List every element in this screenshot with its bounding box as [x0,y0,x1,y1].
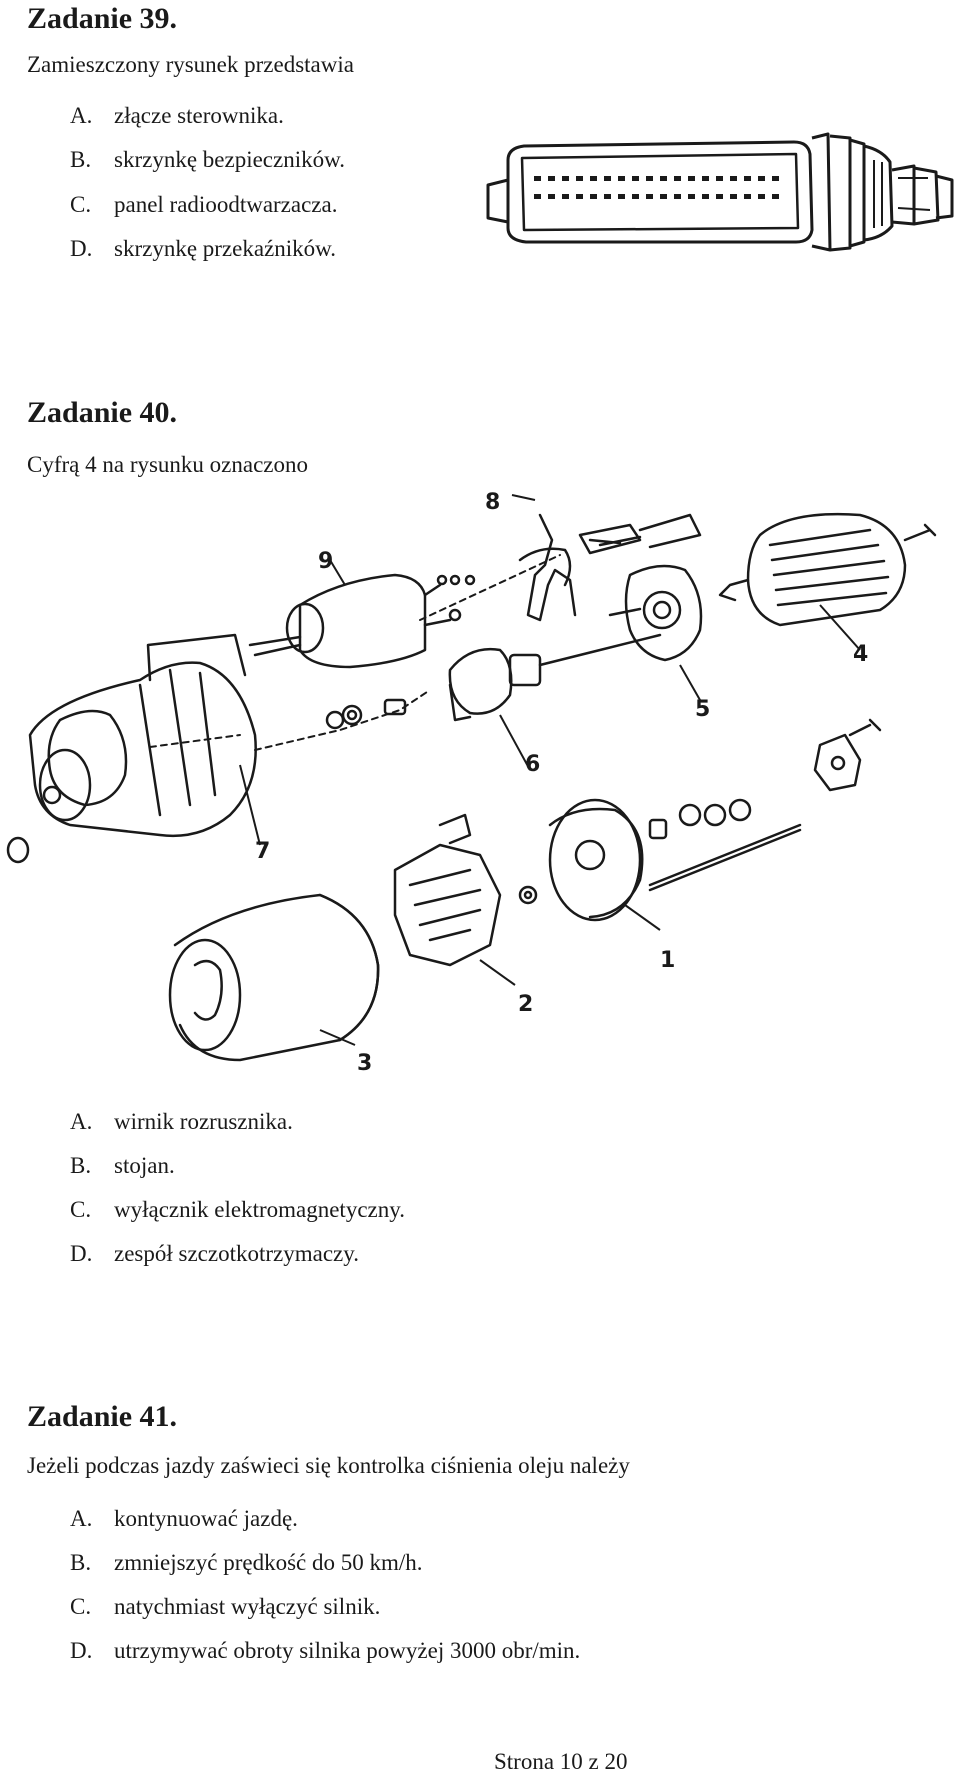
option-letter: D. [70,1638,93,1663]
task-40-option-d: D. zespół szczotkotrzymaczy. [70,1241,359,1267]
connector-pins [534,176,779,199]
option-letter: B. [70,1550,92,1575]
task-39-option-b: B. skrzynkę bezpieczników. [70,147,345,173]
task-40-option-a: A. wirnik rozrusznika. [70,1109,293,1135]
option-text: zmniejszyć prędkość do 50 km/h. [114,1550,423,1575]
option-letter: A. [70,1506,93,1531]
task-41-question: Jeżeli podczas jazdy zaświeci się kontro… [27,1453,630,1478]
option-letter: B. [70,1153,92,1178]
task-39-question: Zamieszczony rysunek przedstawia [27,52,354,77]
task-39-heading: Zadanie 39. [27,2,178,35]
option-text: skrzynkę przekaźników. [114,236,337,261]
figure-label-1: 1 [660,948,675,973]
option-letter: D. [70,1241,93,1266]
figure-label-7: 7 [255,839,270,864]
task-40-heading: Zadanie 40. [27,396,178,429]
task-41-option-a: A. kontynuować jazdę. [70,1506,298,1532]
option-text: wyłącznik elektromagnetyczny. [114,1197,405,1222]
figure-label-2: 2 [518,992,533,1017]
figure-label-5: 5 [695,697,710,722]
pinion-assembly [448,647,513,715]
task-39-option-d: D. skrzynkę przekaźników. [70,236,336,262]
figure-label-3: 3 [357,1051,372,1075]
engagement-lever [526,513,577,622]
task-39-option-c: C. panel radioodtwarzacza. [70,192,337,218]
solenoid [298,573,427,669]
option-letter: C. [70,1594,92,1619]
task-41-option-c: C. natychmiast wyłączyć silnik. [70,1594,380,1620]
option-text: wirnik rozrusznika. [114,1109,293,1134]
option-text: panel radioodtwarzacza. [114,192,338,217]
option-letter: C. [70,192,92,217]
task-41-option-d: D. utrzymywać obroty silnika powyżej 3000… [70,1638,580,1664]
option-text: utrzymywać obroty silnika powyżej 3000 o… [114,1638,581,1663]
option-text: natychmiast wyłączyć silnik. [114,1594,381,1619]
end-cover [548,798,642,922]
task-41-option-b: B. zmniejszyć prędkość do 50 km/h. [70,1550,423,1576]
option-text: stojan. [114,1153,175,1178]
figure-label-8: 8 [485,490,500,515]
figure-label-6: 6 [525,752,540,777]
option-text: skrzynkę bezpieczników. [114,147,345,172]
page-number: Strona 10 z 20 [494,1749,628,1774]
starter-motor-exploded-drawing: 1 2 3 4 5 6 7 8 9 [6,490,937,1075]
task-39-option-a: A. złącze sterownika. [70,103,284,129]
task-41-heading: Zadanie 41. [27,1400,178,1433]
figure-label-9: 9 [318,549,333,574]
option-letter: A. [70,103,93,128]
drive-end-housing [146,633,247,682]
option-text: kontynuować jazdę. [114,1506,298,1531]
ecu-connector-drawing [486,132,954,252]
option-text: złącze sterownika. [114,103,284,128]
task-40-question: Cyfrą 4 na rysunku oznaczono [27,452,309,477]
option-letter: C. [70,1197,92,1222]
figure-label-4: 4 [853,642,868,667]
option-letter: D. [70,236,93,261]
task-40-option-b: B. stojan. [70,1153,175,1179]
task-40-option-c: C. wyłącznik elektromagnetyczny. [70,1197,405,1223]
brush-holder [393,843,502,967]
armature [746,512,907,627]
option-letter: B. [70,147,92,172]
option-letter: A. [70,1109,93,1134]
option-text: zespół szczotkotrzymaczy. [114,1241,360,1266]
intermediate-plate [624,564,703,662]
